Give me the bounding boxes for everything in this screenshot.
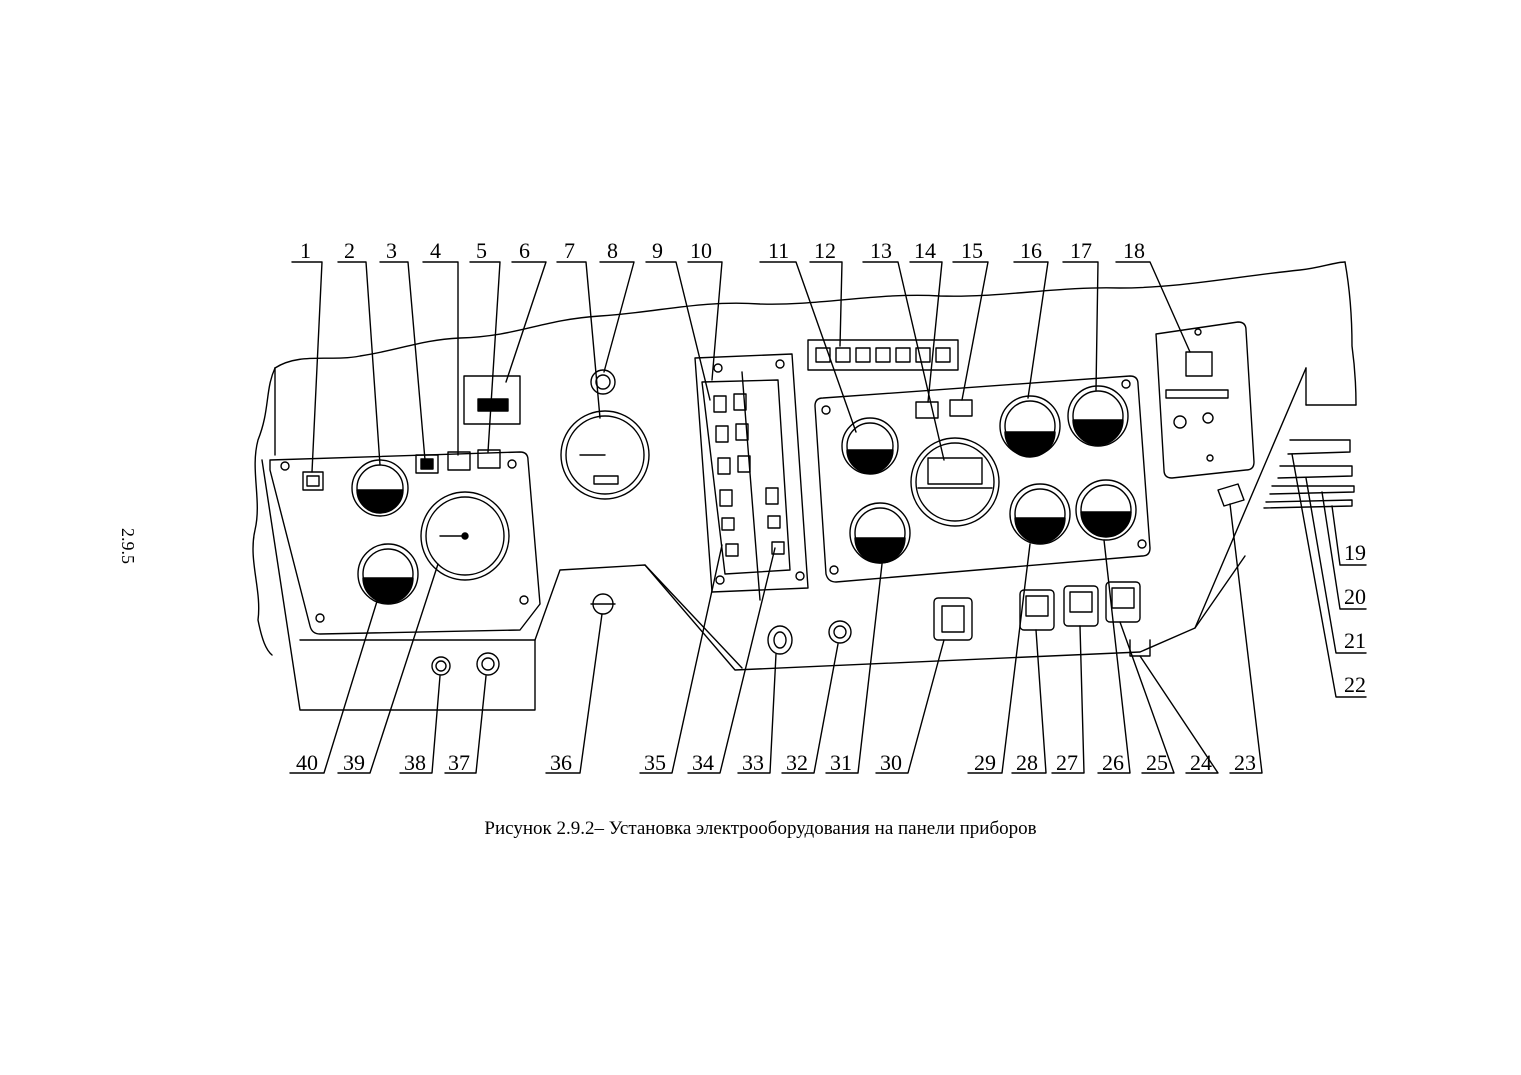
callout-number: 25 <box>1146 750 1168 775</box>
lamp-8 <box>590 369 616 395</box>
gauge-40 <box>357 543 419 605</box>
callout-number: 39 <box>343 750 365 775</box>
callout-number: 29 <box>974 750 996 775</box>
switch-28 <box>1019 589 1055 631</box>
callout-number: 23 <box>1234 750 1256 775</box>
callout-number: 34 <box>692 750 714 775</box>
callout-number: 30 <box>880 750 902 775</box>
gauge-29 <box>1009 483 1071 545</box>
callout-number: 6 <box>519 238 530 263</box>
callout-number: 21 <box>1344 628 1366 653</box>
indicator-3 <box>415 454 439 474</box>
callout-number: 33 <box>742 750 764 775</box>
callouts-right: 19 20 21 22 <box>1344 540 1366 697</box>
callouts-bottom: 40 39 38 37 36 35 34 33 32 31 30 29 28 2… <box>296 750 1256 775</box>
relay-block <box>694 353 809 601</box>
connector-36 <box>590 593 616 615</box>
callout-number: 15 <box>961 238 983 263</box>
callout-number: 27 <box>1056 750 1078 775</box>
callout-number: 26 <box>1102 750 1124 775</box>
callout-number: 28 <box>1016 750 1038 775</box>
callout-number: 1 <box>300 238 311 263</box>
callout-number: 10 <box>690 238 712 263</box>
callout-number: 16 <box>1020 238 1042 263</box>
callout-number: 24 <box>1190 750 1212 775</box>
callout-number: 9 <box>652 238 663 263</box>
gauge-11 <box>841 417 899 475</box>
leader-lines-bottom <box>289 503 1263 774</box>
gauge-26 <box>1075 479 1137 541</box>
indicators-14-15 <box>915 399 973 419</box>
callout-number: 31 <box>830 750 852 775</box>
callout-number: 19 <box>1344 540 1366 565</box>
callout-number: 8 <box>607 238 618 263</box>
unit-6 <box>463 375 521 425</box>
callout-number: 32 <box>786 750 808 775</box>
leader-lines-top <box>291 261 1191 473</box>
switch-1 <box>302 471 324 491</box>
switch-27 <box>1063 585 1099 627</box>
callout-number: 12 <box>814 238 836 263</box>
callout-number: 36 <box>550 750 572 775</box>
right-instrument-plate <box>814 375 1151 583</box>
callout-number: 18 <box>1123 238 1145 263</box>
callout-number: 35 <box>644 750 666 775</box>
callout-number: 40 <box>296 750 318 775</box>
gauge-39-large <box>420 491 510 581</box>
panel-body-outline <box>252 261 1357 711</box>
figure-caption: Рисунок 2.9.2– Установка электрооборудов… <box>484 818 1037 839</box>
callout-number: 22 <box>1344 672 1366 697</box>
callout-number: 5 <box>476 238 487 263</box>
callout-number: 13 <box>870 238 892 263</box>
gauge-17 <box>1067 385 1129 447</box>
combination-gauge-13 <box>910 437 1000 527</box>
callout-number: 7 <box>564 238 575 263</box>
switch-30 <box>933 597 973 641</box>
switch-25 <box>1105 581 1141 623</box>
callouts-top: 1 2 3 4 5 6 7 8 9 10 11 12 13 14 15 16 1… <box>300 238 1145 263</box>
indicator-4 <box>447 451 471 471</box>
left-instrument-plate <box>269 451 541 635</box>
tachometer-7 <box>560 410 650 500</box>
connector-23 <box>1217 483 1245 507</box>
indicator-5 <box>477 449 501 469</box>
indicator-strip-12 <box>807 339 959 371</box>
gauge-2 <box>351 459 409 517</box>
callout-number: 4 <box>430 238 441 263</box>
callout-number: 11 <box>768 238 789 263</box>
callout-number: 2 <box>344 238 355 263</box>
toggles-37-38 <box>431 652 500 676</box>
cable-bundle <box>1263 439 1355 509</box>
callout-number: 38 <box>404 750 426 775</box>
switches-32-33 <box>767 620 852 655</box>
callout-number: 3 <box>386 238 397 263</box>
callout-number: 17 <box>1070 238 1092 263</box>
leader-lines-right <box>1291 453 1367 698</box>
callout-number: 37 <box>448 750 470 775</box>
gauge-16 <box>999 395 1061 458</box>
callout-number: 14 <box>914 238 936 263</box>
control-block-18 <box>1155 321 1255 479</box>
callout-number: 20 <box>1344 584 1366 609</box>
gauge-31 <box>849 502 911 564</box>
